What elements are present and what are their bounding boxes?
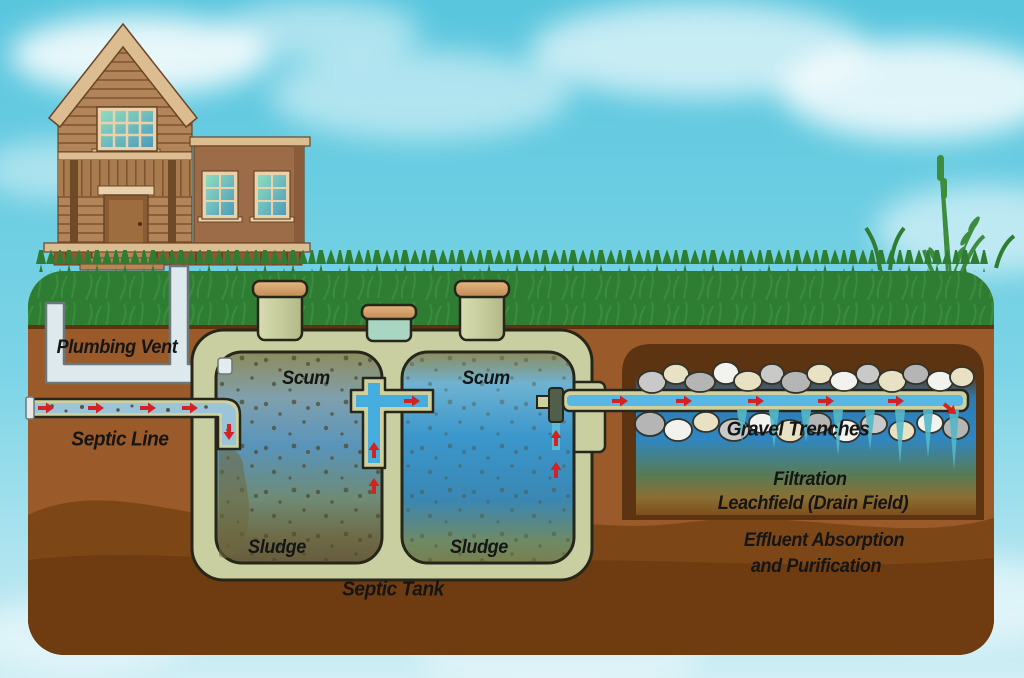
- riser-left: [251, 279, 309, 342]
- riser-right: [453, 279, 511, 342]
- label-plumbing-vent: Plumbing Vent: [56, 337, 178, 358]
- label-filtration: Filtration: [773, 469, 847, 490]
- porch-post: [70, 160, 78, 243]
- label-sludge-left: Sludge: [248, 537, 306, 558]
- plumbing-vent-pipe: [44, 264, 234, 385]
- label-septic-line: Septic Line: [71, 428, 169, 451]
- front-door: [97, 185, 155, 244]
- label-scum-right: Scum: [462, 368, 510, 389]
- waste-particles: [50, 404, 230, 432]
- extension-window: [197, 170, 243, 223]
- septic-line-pipe: [25, 396, 242, 451]
- label-leachfield: Leachfield (Drain Field): [717, 493, 909, 514]
- riser-middle: [360, 303, 418, 343]
- label-effluent-line1: Effluent Absorption: [743, 530, 905, 551]
- extension-window: [249, 170, 295, 223]
- label-scum-left: Scum: [282, 368, 330, 389]
- attic-window: [91, 106, 161, 156]
- grass-fringe: [36, 250, 988, 272]
- crossover-pipe: [349, 376, 435, 494]
- vent-stub: [217, 357, 233, 375]
- porch-post: [168, 160, 176, 243]
- outlet-assembly: [536, 387, 970, 450]
- house-roof: [47, 22, 199, 129]
- grass-tufts: [864, 226, 1016, 271]
- tank-risers: [251, 279, 511, 343]
- waste-plume: [219, 448, 250, 559]
- septic-tank: [190, 328, 607, 582]
- label-septic-tank: Septic Tank: [342, 578, 444, 601]
- label-gravel-trenches: Gravel Trenches: [726, 418, 870, 441]
- effluent-drips: [737, 410, 959, 470]
- balcony-band: [57, 151, 193, 161]
- outlet-baffle: [548, 387, 564, 423]
- label-sludge-right: Sludge: [450, 537, 508, 558]
- label-effluent-line2: and Purification: [750, 556, 882, 577]
- extension-roof: [189, 136, 311, 147]
